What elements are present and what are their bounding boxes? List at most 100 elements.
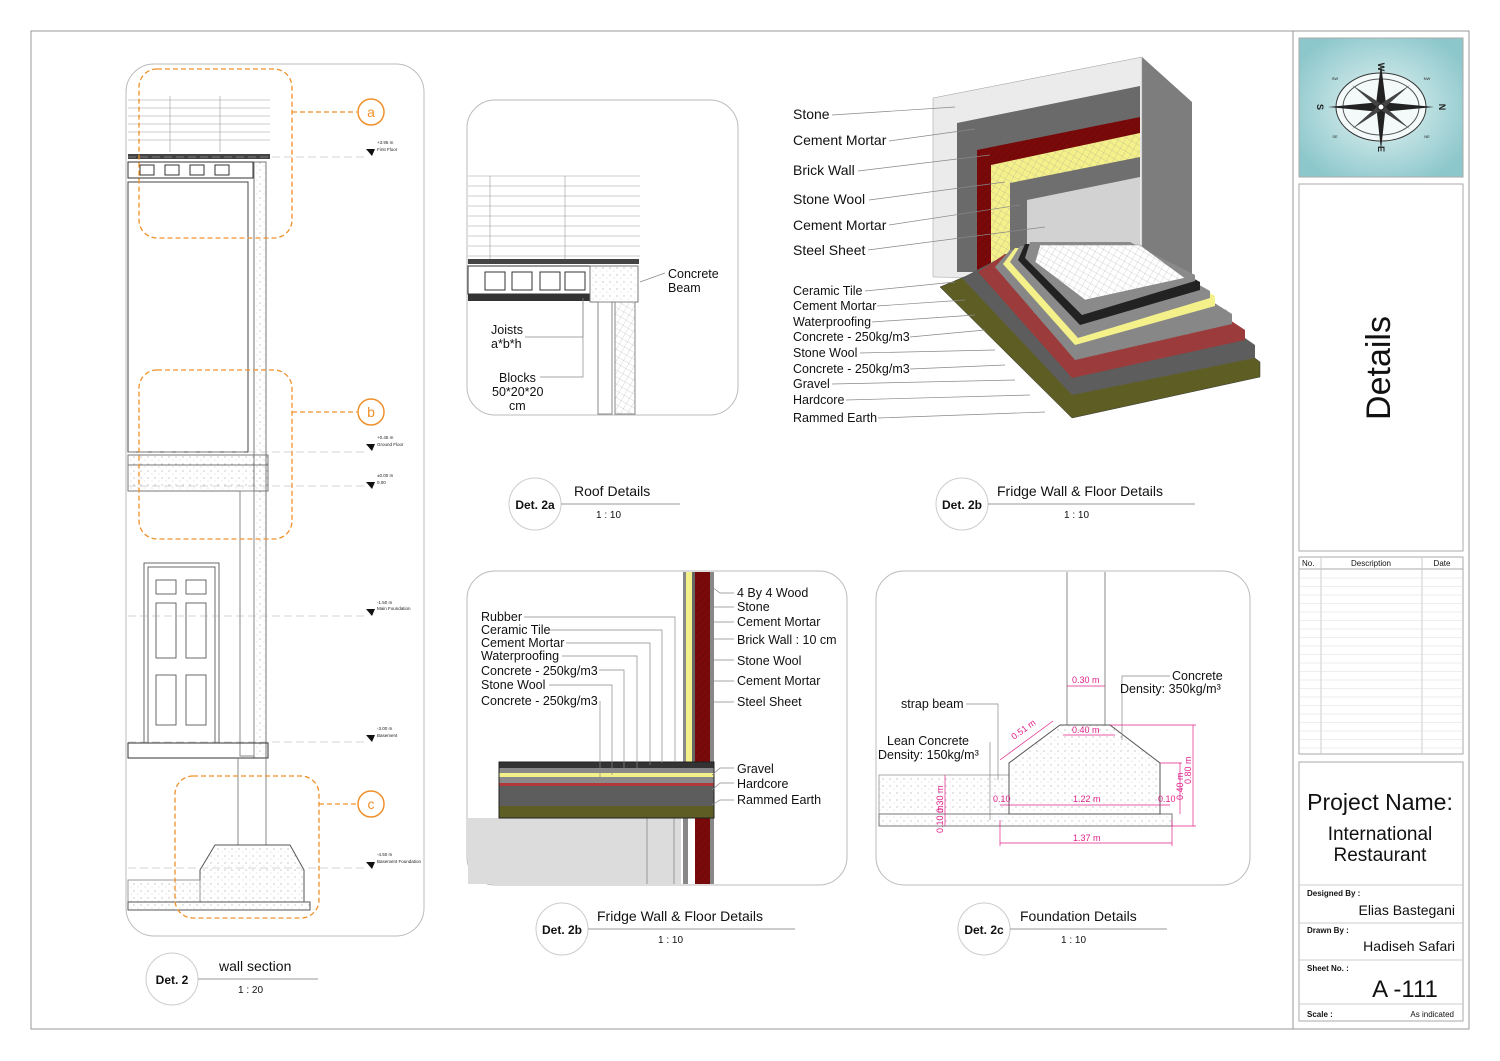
- floor-layer-labels: Ceramic Tile Cement Mortar Waterproofing…: [793, 284, 910, 425]
- svg-text:Brick Wall: Brick Wall: [793, 162, 855, 178]
- svg-text:+3.95 m: +3.95 m: [377, 140, 394, 145]
- svg-text:-4.50 m: -4.50 m: [377, 852, 393, 857]
- svg-text:cm: cm: [509, 399, 526, 413]
- svg-text:NW: NW: [1424, 76, 1431, 81]
- callout-a[interactable]: a: [357, 98, 385, 126]
- svg-text:Waterproofing: Waterproofing: [793, 315, 871, 329]
- svg-text:1.22 m: 1.22 m: [1073, 794, 1101, 804]
- svg-text:No.: No.: [1302, 559, 1314, 568]
- project-name-line1: International: [1328, 824, 1433, 845]
- svg-text:Concrete - 250kg/m3: Concrete - 250kg/m3: [481, 694, 598, 708]
- svg-text:Drawn By :: Drawn By :: [1307, 926, 1349, 935]
- svg-text:First Floor: First Floor: [377, 147, 398, 152]
- svg-text:0.30 m: 0.30 m: [1072, 675, 1100, 685]
- svg-text:Stone: Stone: [737, 600, 770, 614]
- svg-text:Cement Mortar: Cement Mortar: [793, 217, 887, 233]
- svg-text:0.10: 0.10: [1158, 794, 1176, 804]
- detail-scale: 1 : 10: [596, 510, 621, 521]
- detail-title: wall section: [218, 958, 291, 974]
- svg-text:+0.45 m: +0.45 m: [377, 435, 394, 440]
- detail-tag: Det. 2b: [542, 923, 582, 937]
- svg-text:Concrete - 250kg/m3: Concrete - 250kg/m3: [793, 362, 910, 376]
- svg-text:W: W: [1376, 63, 1386, 72]
- svg-text:Rammed Earth: Rammed Earth: [737, 793, 821, 807]
- project-name-line2: Restaurant: [1334, 845, 1428, 866]
- detail-scale: 1 : 10: [658, 935, 683, 946]
- sheet-number: A -111: [1372, 976, 1438, 1003]
- detail-scale: 1 : 10: [1061, 935, 1086, 946]
- sheet-scale: As indicated: [1410, 1010, 1454, 1019]
- svg-text:50*20*20: 50*20*20: [492, 385, 543, 399]
- svg-text:Stone Wool: Stone Wool: [793, 346, 857, 360]
- designed-by: Elias Bastegani: [1358, 902, 1455, 918]
- svg-text:Ceramic Tile: Ceramic Tile: [793, 284, 863, 298]
- svg-text:Basement Foundation: Basement Foundation: [377, 859, 422, 864]
- svg-text:0.51 m: 0.51 m: [1009, 717, 1037, 741]
- level-marker-first-floor: +3.95 m First Floor: [366, 140, 398, 156]
- svg-text:Cement Mortar: Cement Mortar: [793, 299, 876, 313]
- svg-text:Steel Sheet: Steel Sheet: [737, 695, 802, 709]
- detail-scale: 1 : 10: [1064, 510, 1089, 521]
- svg-text:a: a: [367, 104, 375, 120]
- detail-tag: Det. 2: [156, 973, 189, 987]
- svg-text:Stone: Stone: [793, 106, 830, 122]
- svg-text:SE: SE: [1332, 134, 1338, 139]
- svg-text:Steel Sheet: Steel Sheet: [793, 242, 865, 258]
- svg-text:Description: Description: [1351, 559, 1391, 568]
- svg-text:Ceramic Tile: Ceramic Tile: [481, 623, 551, 637]
- dimension-lines: [944, 685, 1196, 846]
- detail-title: Fridge Wall & Floor Details: [997, 483, 1163, 499]
- revision-table: No. Description Date: [1298, 556, 1464, 755]
- svg-text:Stone Wool: Stone Wool: [737, 654, 801, 668]
- svg-text:c: c: [368, 796, 375, 812]
- svg-text:S: S: [1315, 104, 1325, 110]
- detail-tag: Det. 2b: [942, 498, 982, 512]
- svg-text:b: b: [367, 404, 375, 420]
- svg-text:-3.00 m: -3.00 m: [377, 726, 393, 731]
- svg-text:a*b*h: a*b*h: [491, 337, 522, 351]
- level-marker-zero: ±0.00 m0.00: [366, 473, 393, 489]
- drawn-by: Hadiseh Safari: [1363, 938, 1455, 954]
- svg-text:Gravel: Gravel: [793, 377, 830, 391]
- detail-tag: Det. 2a: [515, 498, 555, 512]
- svg-text:0.30 m: 0.30 m: [935, 785, 945, 813]
- svg-text:Main Foundation: Main Foundation: [377, 606, 411, 611]
- svg-text:Density: 350kg/m³: Density: 350kg/m³: [1120, 682, 1221, 696]
- svg-text:Cement Mortar: Cement Mortar: [481, 636, 564, 650]
- svg-text:Cement Mortar: Cement Mortar: [737, 674, 820, 688]
- svg-text:Concrete: Concrete: [1172, 669, 1223, 683]
- svg-text:Beam: Beam: [668, 281, 701, 295]
- svg-text:Stone Wool: Stone Wool: [793, 191, 865, 207]
- svg-text:Concrete - 250kg/m3: Concrete - 250kg/m3: [793, 330, 910, 344]
- svg-text:0.40 m: 0.40 m: [1072, 725, 1100, 735]
- svg-text:0.10: 0.10: [993, 794, 1011, 804]
- svg-text:NE: NE: [1424, 134, 1430, 139]
- svg-text:Hardcore: Hardcore: [793, 393, 844, 407]
- svg-text:Gravel: Gravel: [737, 762, 774, 776]
- svg-text:Date: Date: [1434, 559, 1451, 568]
- callout-c[interactable]: c: [357, 790, 385, 818]
- svg-text:Concrete - 250kg/m3: Concrete - 250kg/m3: [481, 664, 598, 678]
- detail-scale: 1 : 20: [238, 985, 263, 996]
- floor-layer-labels: Rubber Ceramic Tile Cement Mortar Waterp…: [481, 610, 598, 708]
- level-marker-basement-foundation: -4.50 m Basement Foundation: [366, 852, 422, 869]
- door-drawing: [143, 562, 220, 744]
- svg-text:Cement Mortar: Cement Mortar: [737, 615, 820, 629]
- svg-text:Hardcore: Hardcore: [737, 777, 788, 791]
- callout-b[interactable]: b: [357, 398, 385, 426]
- fridge-isometric-detail: Stone Cement Mortar Brick Wall Stone Woo…: [793, 56, 1261, 531]
- wall-layer-labels: 4 By 4 Wood Stone Cement Mortar Brick Wa…: [737, 586, 837, 807]
- svg-text:Designed By :: Designed By :: [1307, 889, 1360, 898]
- svg-text:0.40 m: 0.40 m: [1175, 772, 1185, 800]
- svg-text:Waterproofing: Waterproofing: [481, 649, 559, 663]
- svg-text:Density: 150kg/m³: Density: 150kg/m³: [878, 748, 979, 762]
- svg-text:Sheet No. :: Sheet No. :: [1307, 964, 1349, 973]
- svg-text:1.37 m: 1.37 m: [1073, 833, 1101, 843]
- project-label: Project Name:: [1307, 789, 1453, 815]
- fridge-section-detail: Rubber Ceramic Tile Cement Mortar Waterp…: [466, 570, 848, 956]
